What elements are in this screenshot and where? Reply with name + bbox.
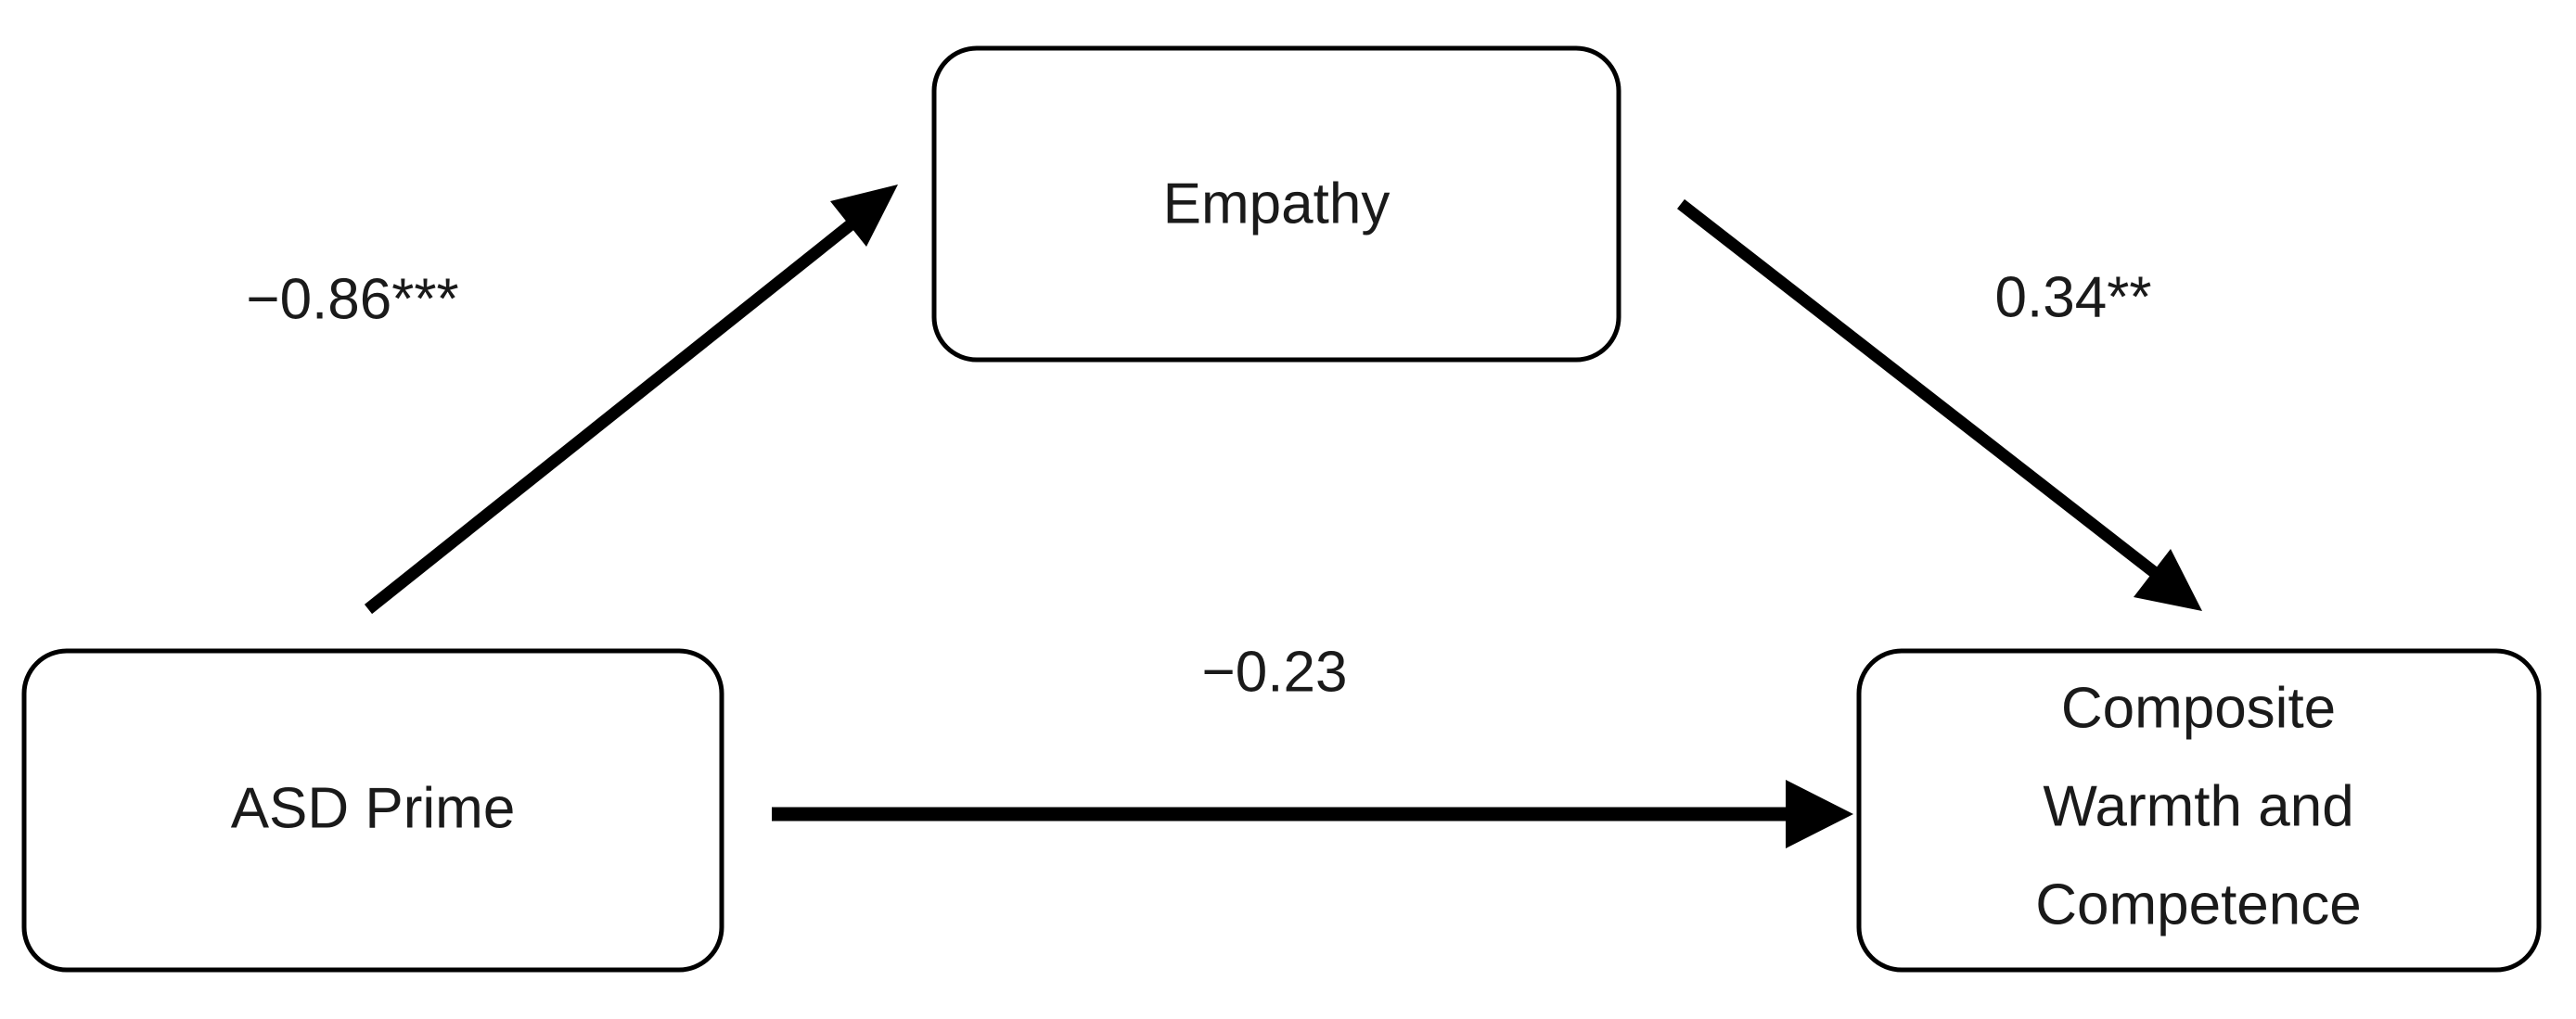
node-composite-warmth-competence[interactable]: Composite Warmth and Competence xyxy=(1856,648,2542,973)
path-a-arrowhead-icon xyxy=(830,185,898,247)
node-empathy[interactable]: Empathy xyxy=(931,45,1621,363)
path-b-empathy-to-composite xyxy=(1677,198,2202,611)
node-empathy-label: Empathy xyxy=(1163,172,1391,236)
node-asd-prime-box[interactable] xyxy=(21,648,724,973)
node-composite-label-line-2: Warmth and xyxy=(2043,774,2353,838)
node-asd-prime[interactable]: ASD Prime xyxy=(21,648,724,973)
node-composite-label-line-3: Competence xyxy=(2035,873,2362,936)
node-asd-prime-label: ASD Prime xyxy=(231,776,516,840)
path-a-line xyxy=(364,206,872,615)
path-b-arrowhead-icon xyxy=(2134,549,2202,611)
path-c-prime-asd-prime-to-composite xyxy=(772,780,1853,848)
coefficient-label-b-path: 0.34** xyxy=(1995,265,2152,329)
coefficient-label-a-path: −0.86*** xyxy=(246,267,458,331)
coefficient-label-c-prime-path: −0.23 xyxy=(1202,640,1348,704)
node-empathy-box[interactable] xyxy=(931,45,1621,363)
node-composite-box[interactable] xyxy=(1856,648,2542,973)
node-composite-label-line-1: Composite xyxy=(2061,676,2336,740)
path-b-line xyxy=(1677,198,2174,591)
path-c-prime-arrowhead-icon xyxy=(1786,780,1853,848)
path-a-asd-prime-to-empathy xyxy=(364,185,898,615)
